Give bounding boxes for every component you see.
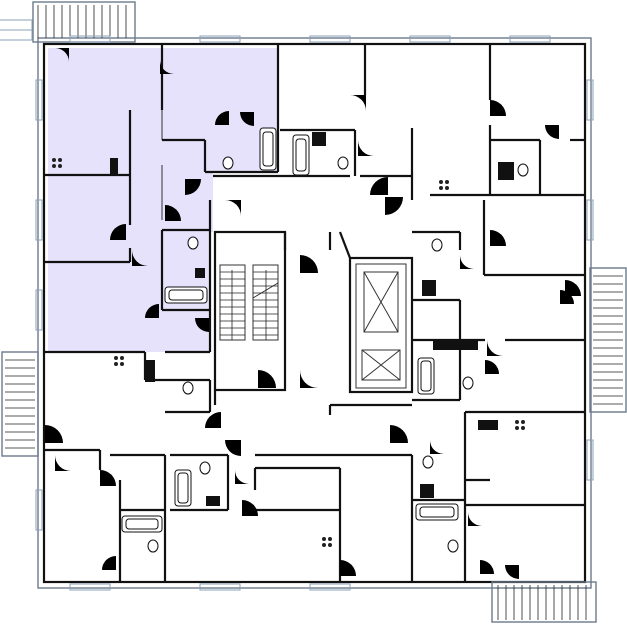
building-outline — [37, 37, 592, 589]
windows — [35, 35, 594, 591]
balcony-right — [589, 267, 627, 413]
stove-burners — [52, 158, 525, 547]
staircase — [219, 264, 279, 341]
balcony-bottom-right — [491, 581, 597, 623]
interior-walls — [44, 44, 585, 582]
balcony-left — [1, 351, 39, 457]
bathtubs — [121, 127, 459, 533]
exterior-wall — [42, 42, 587, 584]
elevator-shafts — [361, 271, 401, 381]
appliances — [110, 132, 514, 506]
doors — [45, 48, 581, 579]
balcony-top-left — [0, 1, 136, 43]
toilets — [147, 156, 529, 553]
